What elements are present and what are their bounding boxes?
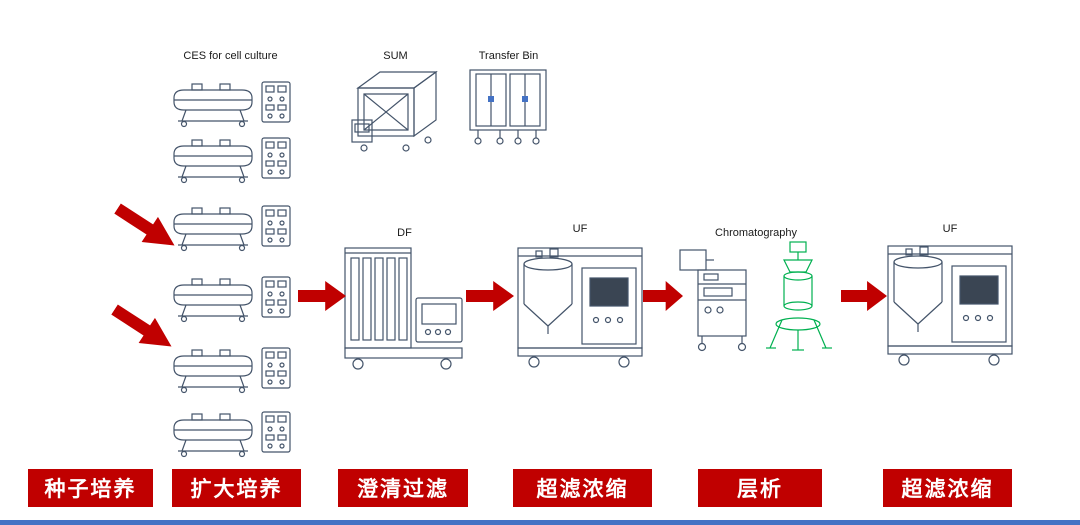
df-label: DF xyxy=(397,227,412,239)
sum-equipment xyxy=(348,62,443,154)
uf-equipment xyxy=(886,236,1014,368)
flow-arrow xyxy=(841,281,887,311)
chromatography-system-icon xyxy=(678,244,763,354)
stage-banner-clarification: 澄清过滤 xyxy=(338,469,468,507)
bioreactor-icon xyxy=(168,200,293,252)
uf-equipment xyxy=(516,238,644,370)
bioreactor-unit xyxy=(168,200,293,252)
stage-banner-chromatography: 层析 xyxy=(698,469,822,507)
bioreactor-icon xyxy=(168,76,293,128)
flow-arrow xyxy=(466,281,514,311)
transfer-bin-icon xyxy=(466,66,551,148)
sum-label: SUM xyxy=(383,50,408,62)
bioreactor-icon xyxy=(168,406,293,458)
stage-banner-uf-concentration: 超滤浓缩 xyxy=(513,469,652,507)
df-equipment xyxy=(342,242,467,374)
bioreactor-icon xyxy=(168,342,293,394)
bioreactor-unit xyxy=(168,76,293,128)
transfer-bin-equipment xyxy=(466,66,551,148)
depth-filtration-icon xyxy=(342,242,467,374)
flow-arrow xyxy=(298,281,346,311)
ultrafiltration-icon xyxy=(886,236,1014,368)
arrow-icon xyxy=(466,281,514,311)
bioreactor-icon xyxy=(168,132,293,184)
flow-arrow xyxy=(643,281,683,311)
stage-banner-uf-concentration-2: 超滤浓缩 xyxy=(883,469,1012,507)
bioreactor-icon xyxy=(168,271,293,323)
chromatography-label: Chromatography xyxy=(715,227,797,239)
ces-label: CES for cell culture xyxy=(183,50,278,62)
bioreactor-unit xyxy=(168,342,293,394)
ultrafiltration-icon xyxy=(516,238,644,370)
bottom-divider xyxy=(0,520,1080,525)
chromatography-equipment xyxy=(678,244,763,354)
stage-banner-expansion-culture: 扩大培养 xyxy=(172,469,301,507)
chromatography-column-icon xyxy=(762,240,834,355)
bioreactor-unit xyxy=(168,406,293,458)
arrow-icon xyxy=(841,281,887,311)
arrow-icon xyxy=(643,281,683,311)
stage-banner-seed-culture: 种子培养 xyxy=(28,469,153,507)
sum-mixer-icon xyxy=(348,62,443,154)
uf-label: UF xyxy=(942,223,958,235)
uf-label: UF xyxy=(572,223,588,235)
arrow-icon xyxy=(298,281,346,311)
bioreactor-unit xyxy=(168,132,293,184)
chromatography-column xyxy=(762,240,834,355)
transfer-bin-label: Transfer Bin xyxy=(478,50,539,62)
bioreactor-unit xyxy=(168,271,293,323)
